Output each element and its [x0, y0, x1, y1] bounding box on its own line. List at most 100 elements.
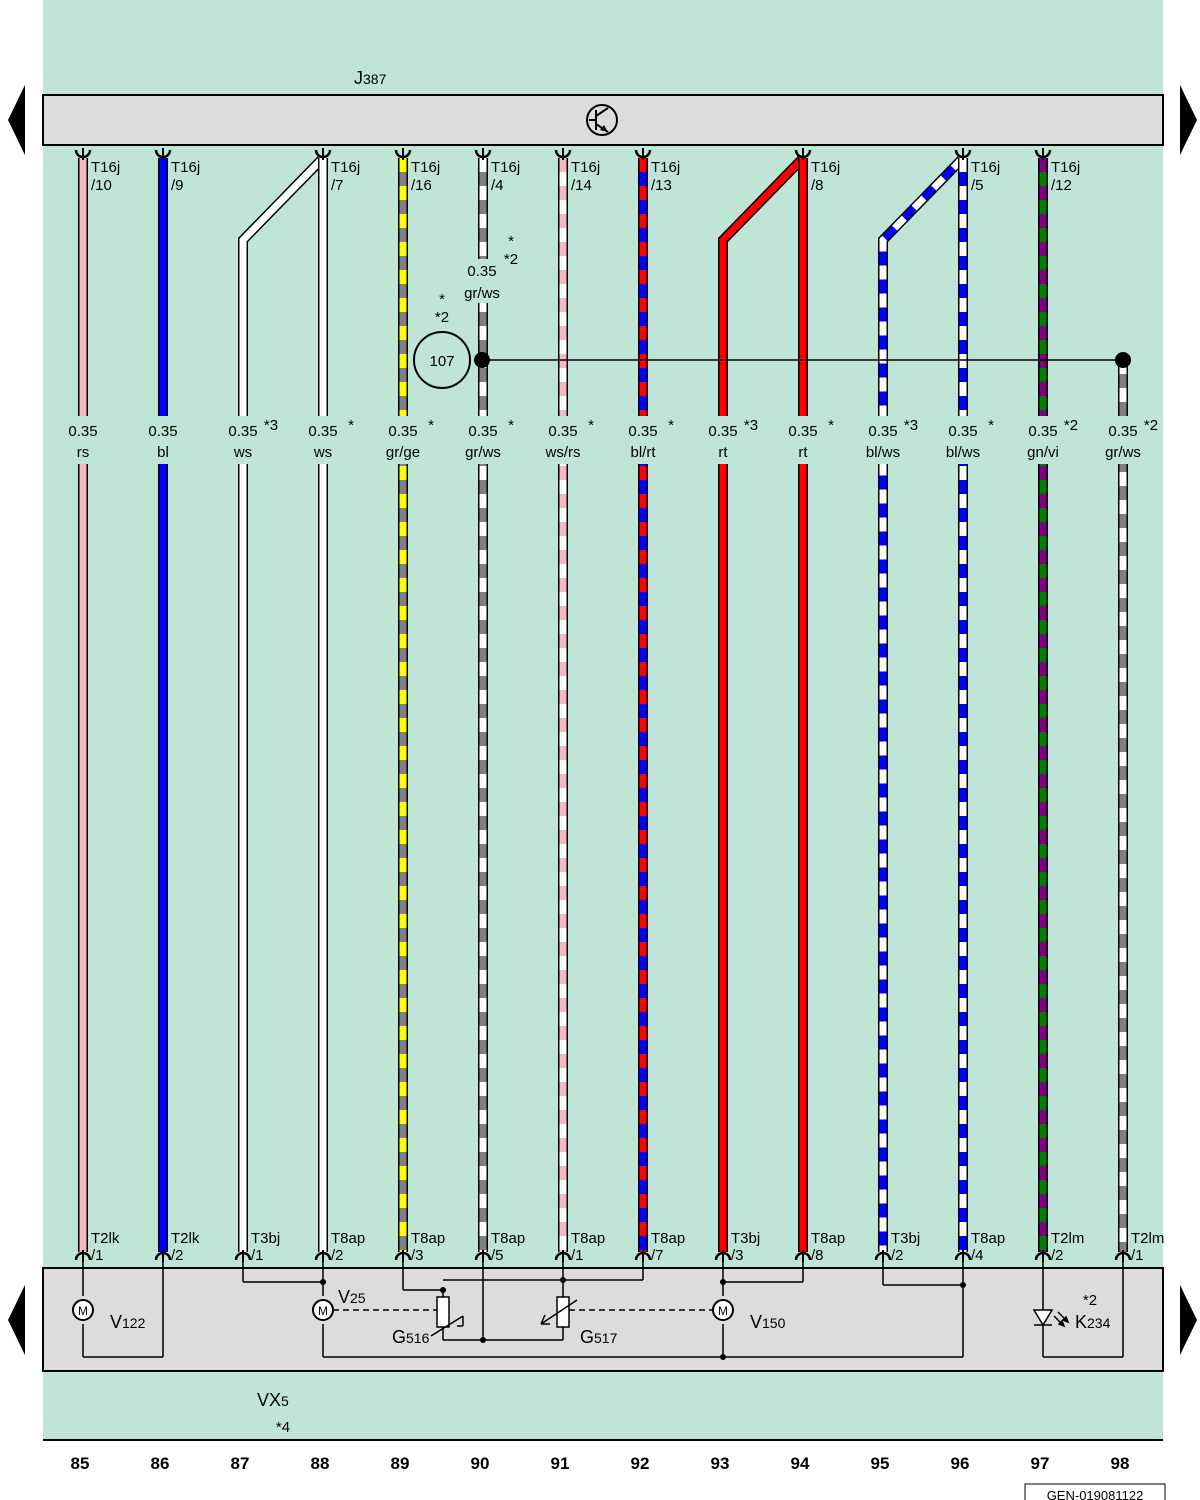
wire-size-85: 0.35 — [68, 423, 97, 440]
connector-top-89 — [394, 148, 412, 160]
connector-top-pin-91: /14 — [571, 177, 592, 194]
wire-color-89: gr/ge — [386, 444, 420, 461]
wire-size-98: 0.35 — [1108, 423, 1137, 440]
connector-top-90 — [474, 148, 492, 160]
wire-color-86: bl — [157, 444, 169, 461]
connector-top-label-85: T16j — [91, 159, 120, 176]
connector-bottom-pin-88: /2 — [331, 1247, 344, 1264]
wire-color-85: rs — [77, 444, 90, 461]
component-g517-label: G517 — [580, 1327, 618, 1347]
connector-bottom-label-89: T8ap — [411, 1230, 445, 1247]
wire-note-95: *3 — [904, 417, 918, 434]
wire-size-86: 0.35 — [148, 423, 177, 440]
wire-label-bg-96 — [939, 416, 987, 464]
connector-top-label-96: T16j — [971, 159, 1000, 176]
next-page-arrow-bottom[interactable] — [1180, 1285, 1197, 1355]
column-number-88: 88 — [311, 1454, 330, 1473]
component-k234-note: *2 — [1083, 1292, 1097, 1309]
potentiometer-g516-icon — [430, 1296, 464, 1337]
connector-bottom-pin-96: /4 — [971, 1247, 984, 1264]
connector-bottom-pin-98: /1 — [1131, 1247, 1144, 1264]
wire-93 — [718, 154, 807, 1252]
wire-size-88: 0.35 — [308, 423, 337, 440]
connector-top-label-90: T16j — [491, 159, 520, 176]
junction-dots — [320, 1277, 966, 1360]
wire-note-91: * — [588, 417, 594, 434]
component-bar — [42, 1267, 1164, 1372]
connector-top-91 — [554, 148, 572, 160]
connector-top-85 — [74, 148, 92, 160]
wire-size-94: 0.35 — [788, 423, 817, 440]
connector-bottom-label-86: T2lk — [171, 1230, 200, 1247]
next-page-arrow-top[interactable] — [1180, 85, 1197, 155]
connector-bottom-pin-85: /1 — [91, 1247, 104, 1264]
column-number-95: 95 — [871, 1454, 890, 1473]
connector-bottom-pin-94: /8 — [811, 1247, 824, 1264]
column-number-85: 85 — [71, 1454, 90, 1473]
connector-bottom-label-92: T8ap — [651, 1230, 685, 1247]
wire-size-87: 0.35 — [228, 423, 257, 440]
prev-page-arrow-bottom[interactable] — [8, 1285, 25, 1355]
svg-text:gr/ws: gr/ws — [464, 285, 500, 302]
connector-top-92 — [634, 148, 652, 160]
svg-text:*: * — [508, 233, 514, 250]
component-v25-label: V25 — [338, 1287, 366, 1307]
wire-label-bg-91 — [539, 416, 587, 464]
wire-color-96: bl/ws — [946, 444, 980, 461]
svg-text:*2: *2 — [504, 251, 518, 268]
connector-bottom-label-85: T2lk — [91, 1230, 120, 1247]
wire-color-94: rt — [798, 444, 808, 461]
junction-circle — [413, 331, 471, 389]
column-number-93: 93 — [711, 1454, 730, 1473]
wire-note-97: *2 — [1064, 417, 1078, 434]
motor-v122-icon: M — [72, 1299, 94, 1321]
connector-bottom-pin-93: /3 — [731, 1247, 744, 1264]
wire-label-bg-88 — [299, 416, 347, 464]
wire-color-97: gn/vi — [1027, 444, 1059, 461]
wire-size-90: 0.35 — [468, 423, 497, 440]
column-number-98: 98 — [1111, 1454, 1130, 1473]
connector-top-96 — [954, 148, 972, 160]
wire-label-bg-86 — [139, 416, 187, 464]
wire-note-90: * — [508, 417, 514, 434]
junction-note-2: *2 — [435, 309, 449, 326]
connector-bottom-label-93: T3bj — [731, 1230, 760, 1247]
wire-note-89: * — [428, 417, 434, 434]
wire-color-92: bl/rt — [630, 444, 656, 461]
svg-text:M: M — [318, 1304, 328, 1318]
potentiometer-g517-icon — [540, 1296, 578, 1328]
wire-note-92: * — [668, 417, 674, 434]
connector-bottom-pin-91: /1 — [571, 1247, 584, 1264]
wire-color-90: gr/ws — [465, 444, 501, 461]
connector-top-pin-86: /9 — [171, 177, 184, 194]
wire-label-bg-98 — [1099, 416, 1147, 464]
wire-label-bg-87 — [219, 416, 267, 464]
connector-bottom-label-98: T2lm — [1131, 1230, 1164, 1247]
connector-top-pin-94: /8 — [811, 177, 824, 194]
svg-text:0.35: 0.35 — [467, 263, 496, 280]
connector-top-pin-88: /7 — [331, 177, 344, 194]
connector-bottom-label-87: T3bj — [251, 1230, 280, 1247]
control-unit-bar — [42, 94, 1164, 146]
wire-note-94: * — [828, 417, 834, 434]
connector-bottom-label-91: T8ap — [571, 1230, 605, 1247]
wire-note-88: * — [348, 417, 354, 434]
diagram-background — [43, 0, 1163, 1440]
control-unit-label: J387 — [354, 68, 387, 88]
connector-top-label-86: T16j — [171, 159, 200, 176]
wire-note-93: *3 — [744, 417, 758, 434]
column-number-86: 86 — [151, 1454, 170, 1473]
junction-107: 107 * *2 — [413, 291, 1131, 389]
connector-bottom-pin-95: /2 — [891, 1247, 904, 1264]
connector-bottom-label-97: T2lm — [1051, 1230, 1084, 1247]
connector-top-pin-92: /13 — [651, 177, 672, 194]
wire-color-88: ws — [313, 444, 332, 461]
wire-87 — [238, 154, 327, 1252]
connector-top-pin-89: /16 — [411, 177, 432, 194]
connector-bottom-pin-89: /3 — [411, 1247, 424, 1264]
prev-page-arrow-top[interactable] — [8, 85, 25, 155]
wire-95 — [878, 154, 967, 1252]
bottom-component-note: *4 — [276, 1419, 290, 1436]
connector-top-pin-85: /10 — [91, 177, 112, 194]
